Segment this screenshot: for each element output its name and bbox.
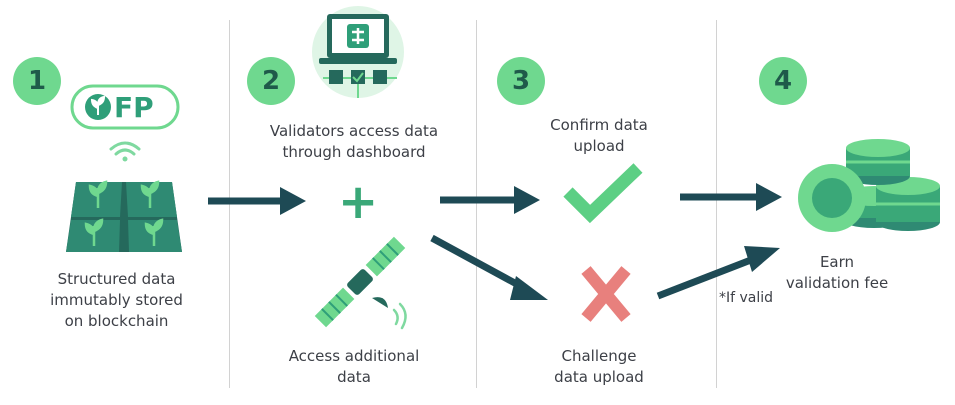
cross-icon [581, 266, 631, 322]
caption-line: Challenge [561, 347, 637, 365]
field-with-plants-icon [66, 180, 182, 252]
step-2-caption: Validators access data through dashboard [238, 121, 470, 163]
step-3-badge: 3 [497, 57, 545, 105]
caption-line: Access additional [288, 347, 420, 365]
step-4-caption: Earn validation fee [720, 252, 954, 294]
step-1-caption: Structured data immutably stored on bloc… [0, 269, 233, 332]
if-valid-note: *If valid [719, 290, 774, 306]
column-divider [476, 20, 477, 388]
caption-line: Structured data [57, 270, 176, 288]
caption-line: through dashboard [282, 143, 426, 161]
caption-line: validation fee [785, 274, 889, 292]
ofp-logo-icon: FP [70, 84, 180, 130]
caption-line: Confirm data [550, 116, 648, 134]
coin-stack-icon [798, 139, 940, 232]
step-3-caption: Confirm data upload [486, 115, 712, 157]
caption-line: data upload [554, 368, 644, 386]
step-1-badge: 1 [13, 57, 61, 105]
arrow-icon [680, 183, 782, 211]
satellite-icon [314, 236, 407, 330]
caption-line: data [337, 368, 371, 386]
logo-text: FP [114, 91, 154, 124]
arrow-icon [430, 234, 548, 300]
challenge-caption: Challenge data upload [486, 346, 712, 388]
step-4-badge: 4 [759, 57, 807, 105]
dashboard-laptop-icon [312, 6, 404, 98]
checkmark-icon [563, 163, 643, 224]
caption-line: Validators access data [269, 122, 439, 140]
column-divider [716, 20, 717, 388]
arrow-icon [656, 246, 780, 300]
caption-line: upload [573, 137, 625, 155]
arrow-icon [440, 186, 540, 214]
step-2-badge: 2 [247, 57, 295, 105]
caption-line: on blockchain [64, 312, 169, 330]
arrow-icon [208, 187, 306, 215]
access-caption: Access additional data [238, 346, 470, 388]
caption-line: Earn [819, 253, 855, 271]
wireless-signal-icon [109, 141, 141, 162]
caption-line: immutably stored [50, 291, 183, 309]
plus-icon: + [338, 174, 379, 230]
